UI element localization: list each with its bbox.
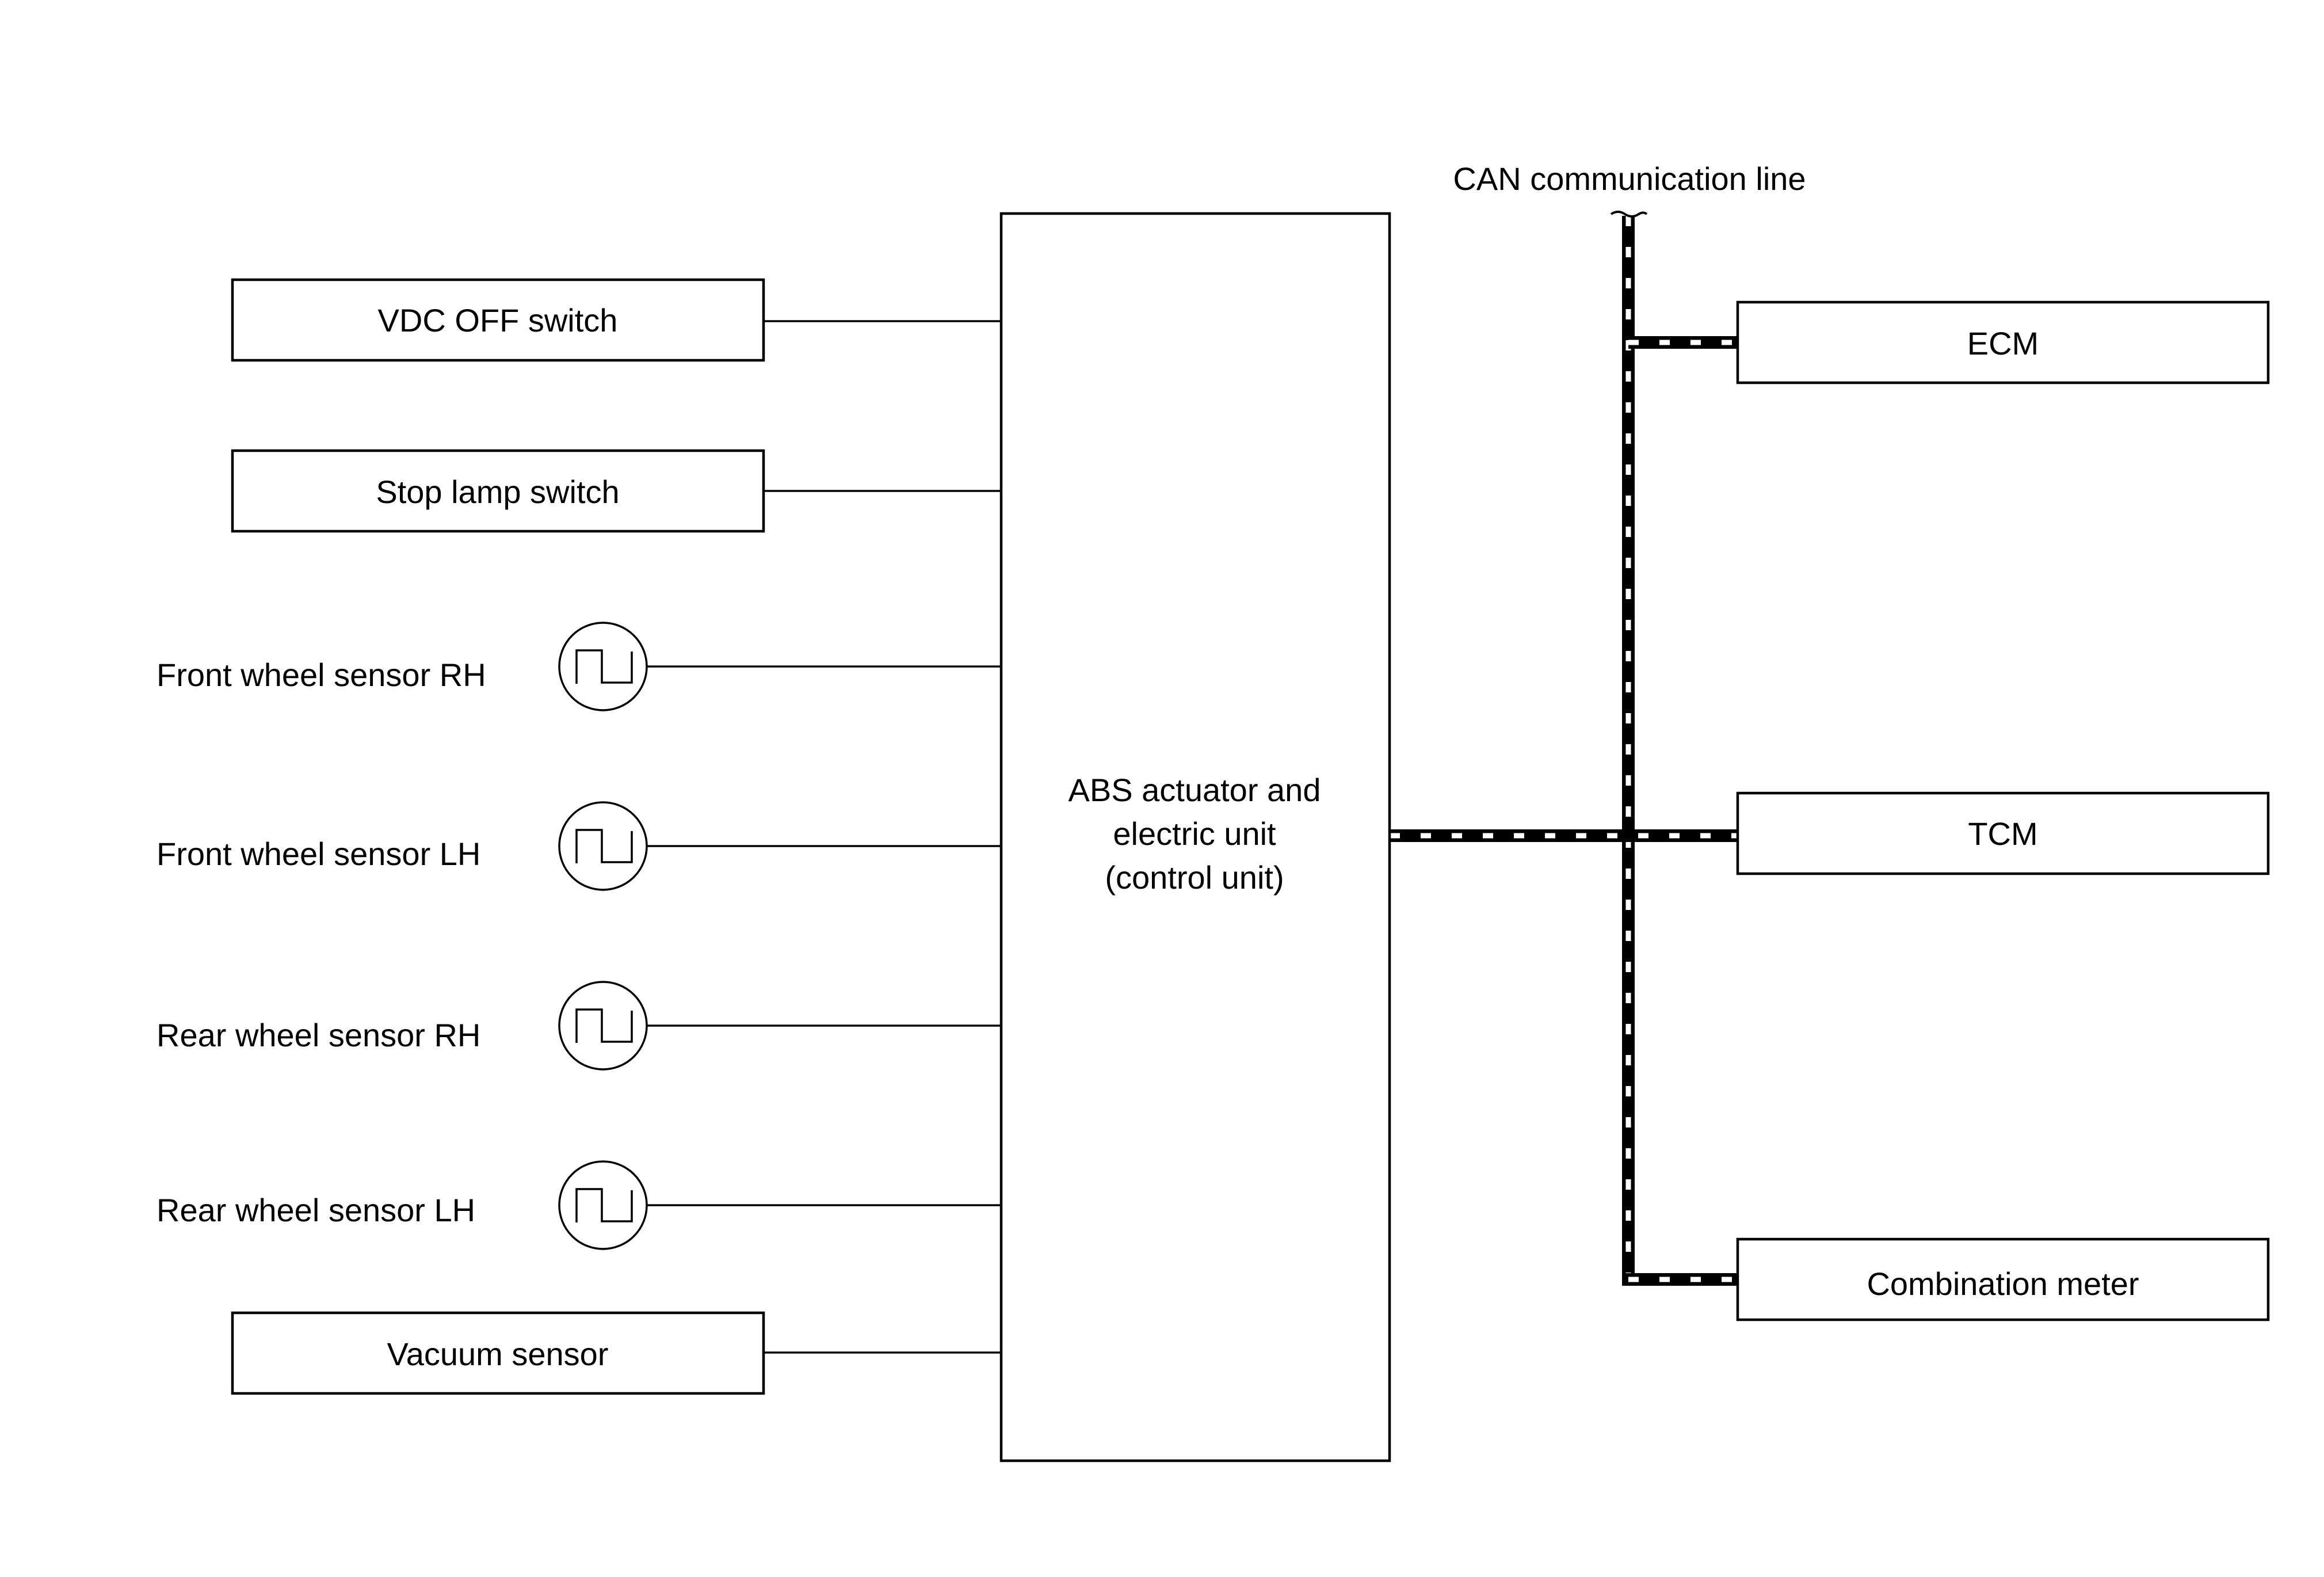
control-unit-label-line1: ABS actuator and (1068, 772, 1321, 808)
can-bus (1390, 216, 1738, 1286)
tcm-box: TCM (1736, 791, 2270, 875)
abs-control-unit-box: ABS actuator and electric unit (control … (999, 212, 1391, 1462)
combination-meter-label: Combination meter (1867, 1266, 2139, 1302)
tcm-label: TCM (1968, 816, 2037, 852)
can-communication-line-label: CAN communication line (1453, 161, 1806, 197)
stop-lamp-switch-label: Stop lamp switch (376, 474, 619, 510)
input-wires (647, 320, 1001, 1354)
rear-wheel-sensor-rh-label: Rear wheel sensor RH (157, 1017, 480, 1053)
vdc-off-switch-label: VDC OFF switch (378, 302, 618, 338)
rear-wheel-sensor-lh-label: Rear wheel sensor LH (157, 1192, 475, 1228)
wheel-sensor-icon (558, 801, 648, 891)
vacuum-sensor-box: Vacuum sensor (231, 1311, 765, 1395)
front-wheel-sensor-rh-label: Front wheel sensor RH (157, 657, 486, 693)
wheel-sensor-icon (558, 622, 648, 711)
control-unit-label-line3: (control unit) (1105, 859, 1284, 896)
front-wheel-sensor-lh-label: Front wheel sensor LH (157, 836, 480, 872)
wheel-sensor-icon (558, 1160, 648, 1250)
front-wheel-sensor-rh: Front wheel sensor RH (157, 622, 648, 711)
control-unit-label-line2: electric unit (1113, 816, 1276, 852)
wheel-sensor-icon (558, 981, 648, 1071)
can-line-tilde-mark (1610, 211, 1648, 218)
ecm-box: ECM (1736, 300, 2270, 384)
front-wheel-sensor-lh: Front wheel sensor LH (157, 801, 648, 891)
rear-wheel-sensor-rh: Rear wheel sensor RH (157, 981, 648, 1071)
combination-meter-box: Combination meter (1736, 1237, 2270, 1321)
vacuum-sensor-label: Vacuum sensor (387, 1336, 609, 1372)
ecm-label: ECM (1967, 325, 2039, 361)
rear-wheel-sensor-lh: Rear wheel sensor LH (157, 1160, 648, 1250)
vdc-off-switch-box: VDC OFF switch (231, 278, 765, 362)
stop-lamp-switch-box: Stop lamp switch (231, 449, 765, 533)
